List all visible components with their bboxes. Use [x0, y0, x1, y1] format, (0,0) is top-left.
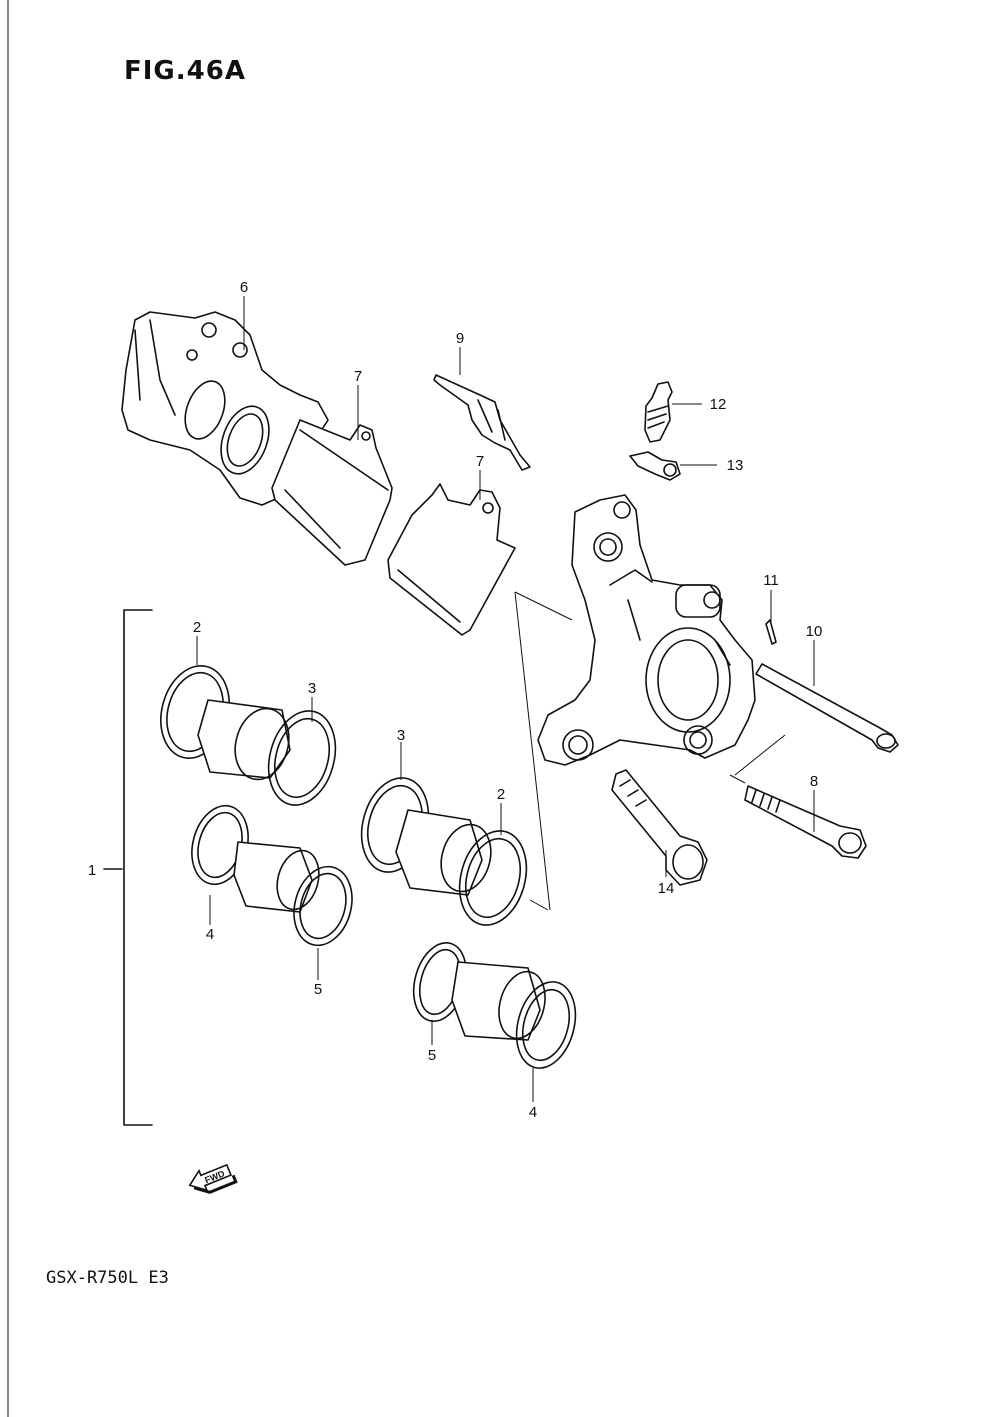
brake-pad-lower [387, 483, 516, 636]
callout-2-left: 2 [193, 619, 201, 636]
callout-11: 11 [763, 572, 779, 589]
caliper-inner-half [537, 494, 756, 766]
assembly-projection-lines [514, 591, 786, 911]
kit-bracket [103, 609, 153, 1126]
callout-1: 1 [88, 862, 96, 879]
figure-title: FIG.46A [124, 56, 246, 86]
cotter-pin [765, 619, 777, 645]
callout-12: 12 [710, 396, 727, 413]
brake-pad-upper [271, 419, 393, 566]
fwd-label: FWD [203, 1168, 226, 1185]
caliper-outer-half [121, 311, 329, 506]
seal-2-right [458, 830, 528, 926]
callout-5-left: 5 [314, 981, 322, 998]
callout-9: 9 [456, 330, 464, 347]
callout-7-upper: 7 [354, 368, 362, 385]
callout-3-left: 3 [308, 680, 316, 697]
seal-4-right [515, 981, 577, 1069]
callout-7-lower: 7 [476, 453, 484, 470]
callout-10: 10 [806, 623, 823, 640]
callout-2-right: 2 [497, 786, 505, 803]
piston-left-upper [197, 699, 291, 781]
caliper-bolt-8 [744, 785, 867, 859]
forward-arrow-icon: FWD [188, 1163, 238, 1194]
seal-5-left [293, 865, 353, 947]
callout-3-right: 3 [397, 727, 405, 744]
bleeder-cap [629, 451, 681, 481]
callout-8: 8 [810, 773, 818, 790]
bleeder-valve [644, 381, 673, 443]
callout-4-left: 4 [206, 926, 214, 943]
caliper-bolt-14 [611, 769, 708, 886]
callout-6: 6 [240, 279, 248, 296]
leader-lines [196, 296, 815, 1102]
callout-5-right: 5 [428, 1047, 436, 1064]
callout-13: 13 [727, 457, 744, 474]
piston-right-upper [395, 809, 492, 896]
pad-spring [433, 374, 531, 471]
pad-pin [755, 663, 899, 753]
callout-14: 14 [658, 880, 675, 897]
piston-left-lower [233, 841, 320, 913]
piston-right-lower [451, 961, 546, 1041]
model-code: GSX-R750L E3 [46, 1268, 169, 1288]
callout-4-right: 4 [529, 1104, 537, 1121]
